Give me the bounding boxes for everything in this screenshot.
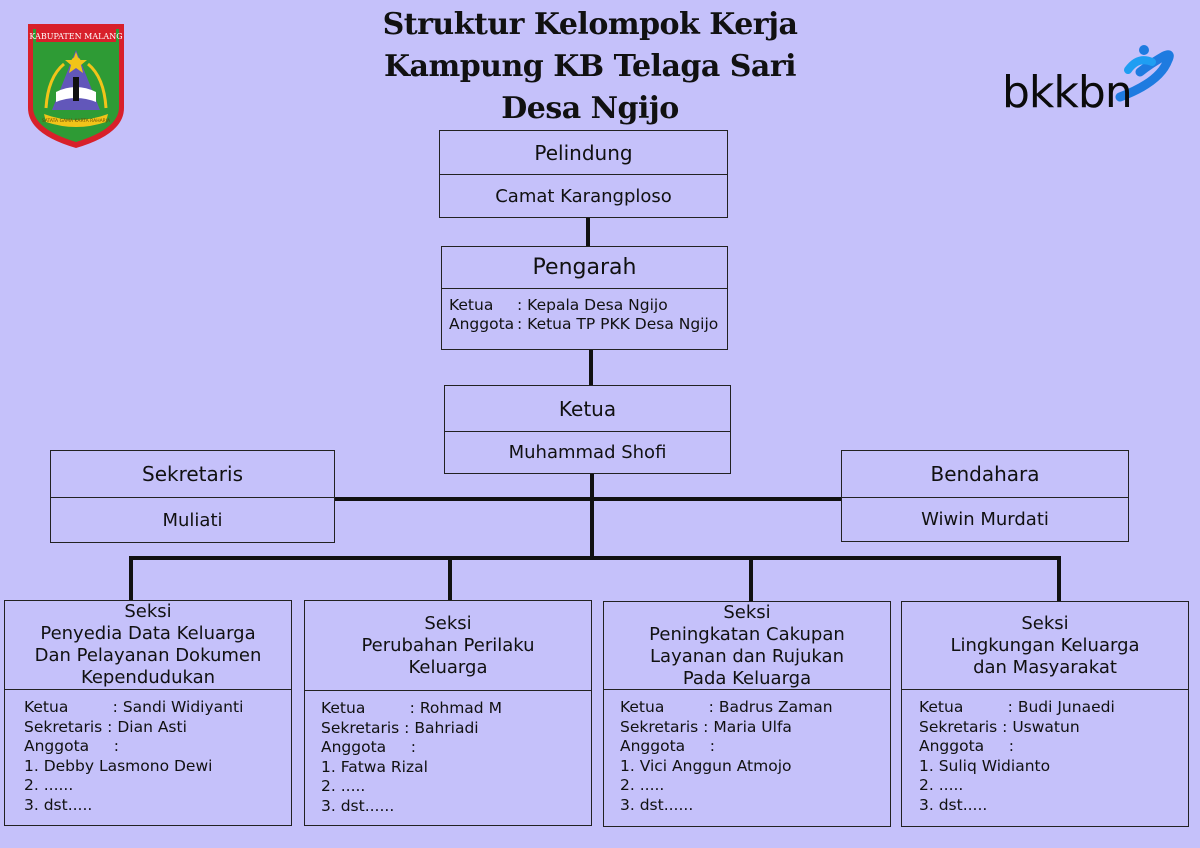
sekretaris-title: Sekretaris — [51, 451, 334, 498]
title-line-1: Struktur Kelompok Kerja — [382, 7, 798, 42]
pengarah-row-anggota: Anggota: Ketua TP PKK Desa Ngijo — [449, 315, 719, 333]
title-line-2: Kampung KB Telaga Sari — [383, 49, 797, 84]
section-4-ketua: Ketua : Budi Junaedi — [919, 698, 1115, 716]
bendahara-title: Bendahara — [842, 451, 1128, 498]
section-4-title: Seksi Lingkungan Keluarga dan Masyarakat — [902, 602, 1188, 690]
title-line-3: Desa Ngijo — [501, 91, 679, 126]
bendahara-box: Bendahara Wiwin Murdati — [841, 450, 1129, 542]
section-4-member-1: 1. Suliq Widianto — [919, 756, 1051, 775]
section-3-title: Seksi Peningkatan Cakupan Layanan dan Ru… — [604, 602, 890, 690]
section-3-member-2: 2. ..... — [620, 776, 665, 794]
pelindung-name: Camat Karangploso — [495, 185, 672, 207]
connector-section-4 — [1057, 556, 1061, 602]
connector-sekretaris-bendahara — [334, 497, 842, 501]
section-2-anggota: Anggota : — [321, 738, 417, 756]
section-3-sekretaris: Sekretaris : Maria Ulfa — [620, 717, 792, 736]
pengarah-members: Ketua: Kepala Desa Ngijo Anggota: Ketua … — [442, 289, 727, 334]
connector-section-1 — [129, 556, 133, 601]
section-2-title: Seksi Perubahan Perilaku Keluarga — [305, 601, 591, 691]
section-1-title: Seksi Penyedia Data Keluarga Dan Pelayan… — [5, 601, 291, 690]
bkkbn-logo: bkkbn — [1000, 42, 1180, 117]
page-title: Struktur Kelompok Kerja Kampung KB Telag… — [300, 4, 880, 130]
bkkbn-wordmark: bkkbn — [1002, 67, 1133, 118]
section-2-member-3: 3. dst...... — [321, 796, 395, 815]
section-1-member-3: 3. dst..... — [24, 795, 93, 814]
pengarah-title: Pengarah — [442, 247, 727, 289]
section-3-member-3: 3. dst...... — [620, 795, 694, 814]
section-4-member-3: 3. dst..... — [919, 795, 988, 814]
pelindung-title: Pelindung — [440, 131, 727, 175]
section-4-member-2: 2. ..... — [919, 776, 964, 794]
section-2-sekretaris: Sekretaris : Bahriadi — [321, 718, 479, 737]
bendahara-name: Wiwin Murdati — [921, 509, 1049, 530]
connector-section-2 — [448, 556, 452, 601]
section-1-sekretaris: Sekretaris : Dian Asti — [24, 717, 187, 736]
connector-sections-bar — [129, 556, 1061, 560]
section-2-members: Ketua : Rohmad M Sekretaris : Bahriadi A… — [305, 691, 591, 816]
section-1-anggota: Anggota : — [24, 737, 120, 755]
connector-pengarah-ketua — [589, 349, 593, 386]
section-4-anggota: Anggota : — [919, 737, 1015, 755]
section-penyedia-data-box: Seksi Penyedia Data Keluarga Dan Pelayan… — [4, 600, 292, 826]
section-1-members: Ketua : Sandi Widiyanti Sekretaris : Dia… — [5, 690, 291, 815]
sekretaris-box: Sekretaris Muliati — [50, 450, 335, 543]
pengarah-box: Pengarah Ketua: Kepala Desa Ngijo Anggot… — [441, 246, 728, 350]
section-3-member-1: 1. Vici Anggun Atmojo — [620, 756, 792, 775]
section-4-members: Ketua : Budi Junaedi Sekretaris : Uswatu… — [902, 690, 1188, 815]
section-1-member-2: 2. ...... — [24, 776, 74, 794]
kabupaten-malang-emblem-icon: KABUPATEN MALANG SATATA GAMA KARTA RAHAR… — [28, 24, 124, 148]
svg-text:KABUPATEN MALANG: KABUPATEN MALANG — [29, 32, 122, 41]
ketua-box: Ketua Muhammad Shofi — [444, 385, 731, 474]
ketua-title: Ketua — [445, 386, 730, 432]
section-3-members: Ketua : Badrus Zaman Sekretaris : Maria … — [604, 690, 890, 815]
section-2-member-2: 2. ..... — [321, 777, 366, 795]
bkkbn-swirl-icon — [1115, 45, 1174, 102]
section-1-ketua: Ketua : Sandi Widiyanti — [24, 698, 244, 716]
section-3-ketua: Ketua : Badrus Zaman — [620, 698, 833, 716]
section-1-member-1: 1. Debby Lasmono Dewi — [24, 756, 213, 775]
pengarah-row-ketua: Ketua: Kepala Desa Ngijo — [449, 296, 668, 314]
connector-ketua-trunk — [590, 473, 594, 558]
svg-text:SATATA GAMA KARTA RAHARJA: SATATA GAMA KARTA RAHARJA — [42, 118, 111, 124]
section-3-anggota: Anggota : — [620, 737, 716, 755]
connector-section-3 — [749, 556, 753, 603]
section-4-sekretaris: Sekretaris : Uswatun — [919, 717, 1080, 736]
ketua-name: Muhammad Shofi — [508, 442, 667, 463]
connector-pelindung-pengarah — [586, 217, 590, 247]
kabupaten-malang-logo: KABUPATEN MALANG SATATA GAMA KARTA RAHAR… — [24, 22, 128, 150]
sekretaris-name: Muliati — [162, 509, 223, 531]
section-perubahan-perilaku-box: Seksi Perubahan Perilaku Keluarga Ketua … — [304, 600, 592, 826]
pelindung-box: Pelindung Camat Karangploso — [439, 130, 728, 218]
section-2-member-1: 1. Fatwa Rizal — [321, 757, 428, 776]
section-2-ketua: Ketua : Rohmad M — [321, 699, 502, 717]
section-peningkatan-cakupan-box: Seksi Peningkatan Cakupan Layanan dan Ru… — [603, 601, 891, 827]
section-lingkungan-keluarga-box: Seksi Lingkungan Keluarga dan Masyarakat… — [901, 601, 1189, 827]
